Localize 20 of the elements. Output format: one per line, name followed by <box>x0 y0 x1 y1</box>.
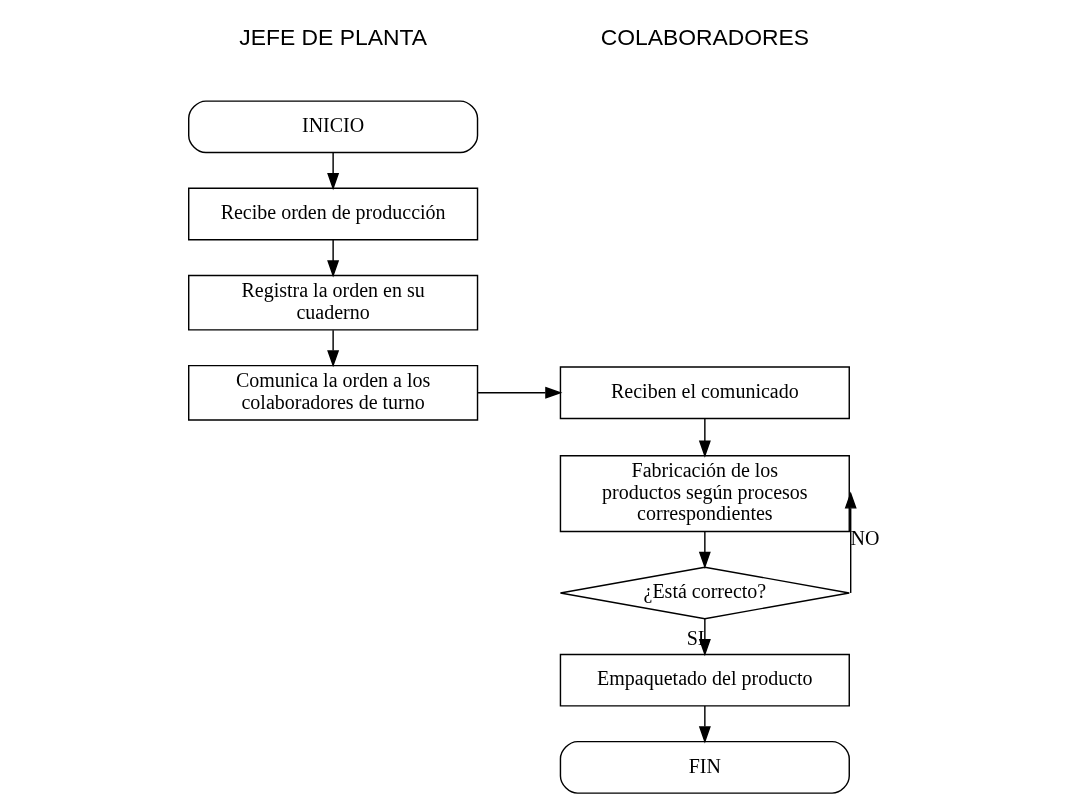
arrow <box>844 491 857 594</box>
node-box: Fabricación de los productos según procesos correspondientes <box>559 454 850 533</box>
arrow <box>477 386 563 399</box>
arrow <box>327 239 340 278</box>
node-box: Comunica la orden a los colaboradores de turno <box>188 364 479 421</box>
arrow <box>698 418 711 458</box>
label: JEFE DE PLANTA <box>239 24 427 51</box>
arrow <box>327 329 340 368</box>
edge-label: NO <box>850 527 880 550</box>
node-box: Recibe orden de producción <box>188 187 479 241</box>
arrow <box>698 530 711 569</box>
node-box: FIN <box>559 740 850 794</box>
node-box: Empaquetado del producto <box>559 653 850 707</box>
node-box: Registra la orden en su cuaderno <box>188 274 479 331</box>
label: COLABORADORES <box>600 24 810 51</box>
node-box: Reciben el comunicado <box>559 366 850 420</box>
node-diamond: ¿Está correcto? <box>559 566 850 620</box>
arrow <box>698 705 711 744</box>
arrow <box>327 151 340 191</box>
node-box: INICIO <box>188 100 479 154</box>
